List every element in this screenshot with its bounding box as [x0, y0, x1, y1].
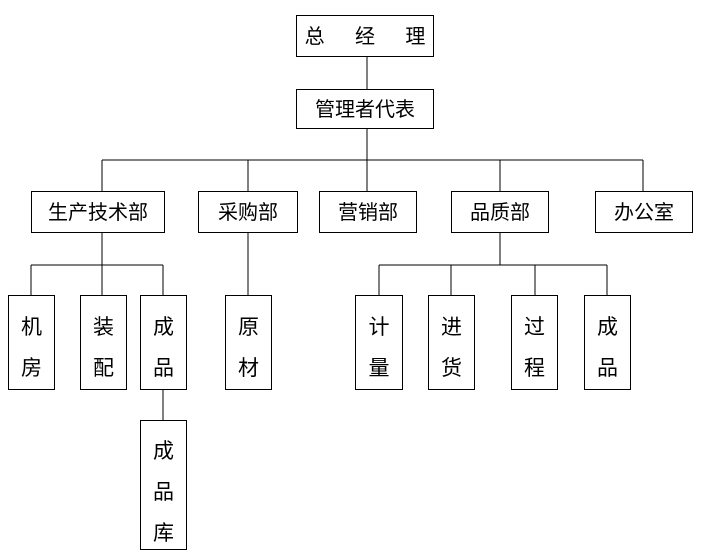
raw-material-char-1: 原	[238, 315, 259, 339]
final-char-1: 成	[597, 315, 618, 339]
office-label: 办公室	[614, 200, 674, 224]
machine-room-char-1: 机	[21, 315, 42, 339]
finished-goods-char-1: 成	[153, 315, 174, 339]
raw-material-char-2: 材	[238, 356, 259, 380]
finished-goods-box: 成 品	[140, 295, 187, 390]
raw-material-box: 原 材	[225, 295, 272, 390]
production-dept-label: 生产技术部	[48, 200, 148, 224]
office-box: 办公室	[595, 191, 693, 233]
purchasing-dept-box: 采购部	[198, 191, 298, 233]
incoming-inspection-box: 进 货	[428, 295, 475, 390]
purchasing-dept-label: 采购部	[218, 200, 278, 224]
process-char-1: 过	[524, 315, 545, 339]
incoming-char-2: 货	[441, 356, 462, 380]
finished-goods-char-2: 品	[153, 356, 174, 380]
final-char-2: 品	[597, 356, 618, 380]
machine-room-char-2: 房	[21, 356, 42, 380]
quality-dept-label: 品质部	[470, 200, 530, 224]
metrology-box: 计 量	[355, 295, 403, 390]
management-rep-label: 管理者代表	[315, 97, 415, 121]
warehouse-char-1: 成	[153, 439, 174, 463]
final-inspection-box: 成 品	[584, 295, 631, 390]
management-rep-box: 管理者代表	[296, 89, 434, 129]
process-char-2: 程	[524, 356, 545, 380]
production-dept-box: 生产技术部	[31, 191, 165, 233]
metrology-char-1: 计	[368, 315, 390, 339]
quality-dept-box: 品质部	[451, 191, 549, 233]
warehouse-char-2: 品	[153, 480, 174, 504]
warehouse-char-3: 库	[153, 521, 174, 545]
machine-room-box: 机 房	[8, 295, 55, 390]
assembly-box: 装 配	[80, 295, 127, 390]
process-inspection-box: 过 程	[511, 295, 558, 390]
assembly-char-1: 装	[93, 315, 114, 339]
finished-goods-warehouse-box: 成 品 库	[140, 420, 187, 550]
incoming-char-1: 进	[441, 315, 462, 339]
marketing-dept-box: 营销部	[319, 191, 417, 233]
general-manager-label: 总 经 理	[304, 24, 438, 48]
marketing-dept-label: 营销部	[338, 200, 398, 224]
metrology-char-2: 量	[368, 356, 390, 380]
assembly-char-2: 配	[93, 356, 114, 380]
general-manager-box: 总 经 理	[296, 15, 434, 57]
